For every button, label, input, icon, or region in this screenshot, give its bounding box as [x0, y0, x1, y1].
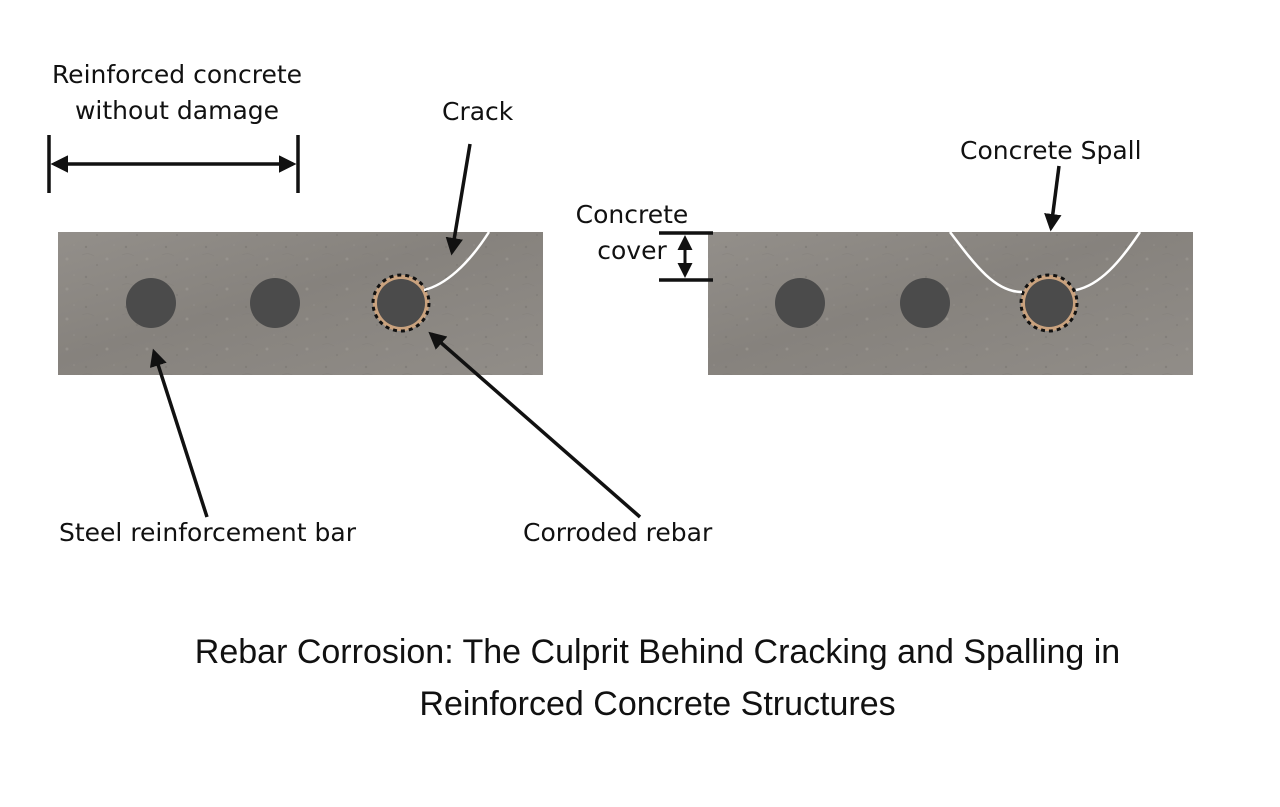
beam-undamaged-with-crack	[58, 231, 543, 375]
undamaged-label-line2: without damage	[74, 96, 280, 125]
concrete-cover-label: Concrete cover	[567, 197, 697, 269]
caption-line1: Rebar Corrosion: The Culprit Behind Crac…	[194, 633, 1121, 671]
diagram-caption: Rebar Corrosion: The Culprit Behind Crac…	[100, 626, 1215, 730]
rebar-left-1	[126, 278, 176, 328]
crack-arrow	[445, 143, 472, 256]
concrete-cover-label-line2: cover	[597, 236, 667, 265]
caption-line2: Reinforced Concrete Structures	[419, 685, 896, 723]
rebar-left-2	[250, 278, 300, 328]
beam-spalled	[708, 231, 1193, 375]
rebar-right-2	[900, 278, 950, 328]
undamaged-label: Reinforced concrete without damage	[37, 57, 317, 129]
spall-arrow	[1044, 165, 1062, 232]
rust-ring-right	[1019, 273, 1079, 333]
corroded-rebar-right	[1025, 279, 1073, 327]
corroded-rebar-arrow	[428, 331, 642, 519]
corroded-rebar-label: Corroded rebar	[523, 518, 713, 547]
concrete-spall-label: Concrete Spall	[960, 136, 1142, 165]
undamaged-dimension	[47, 135, 300, 193]
crack-label: Crack	[442, 97, 514, 126]
undamaged-label-line1: Reinforced concrete	[51, 60, 303, 89]
cover-dimension	[659, 231, 713, 282]
corroded-rebar-left	[377, 279, 425, 327]
crack-line	[423, 231, 491, 292]
steel-bar-arrow	[149, 348, 209, 518]
rust-ring-left	[371, 273, 431, 333]
rebar-right-1	[775, 278, 825, 328]
concrete-cover-label-line1: Concrete	[575, 200, 689, 229]
steel-bar-label: Steel reinforcement bar	[59, 518, 356, 547]
spall-outline	[949, 231, 1142, 294]
